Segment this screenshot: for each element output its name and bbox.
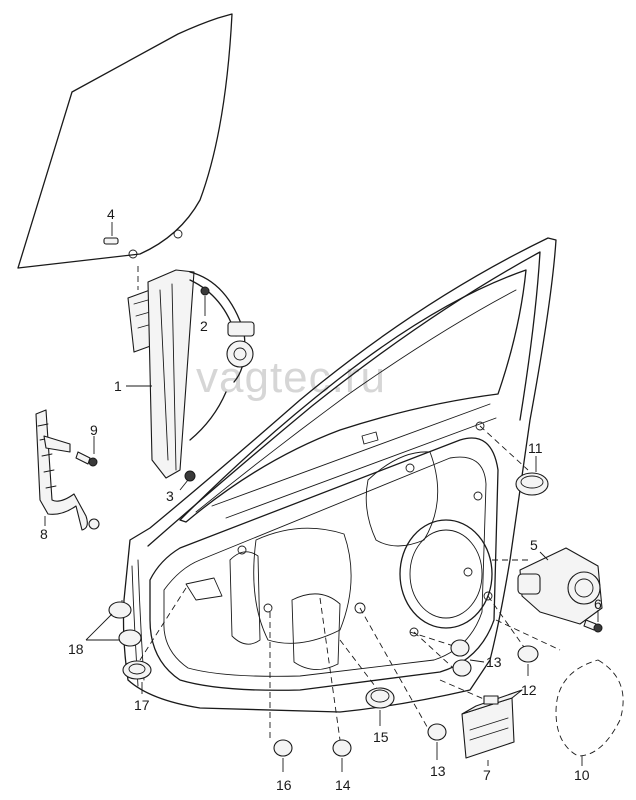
callout-2: 2 (200, 318, 208, 334)
door-control-unit-part-7 (461, 689, 523, 766)
callout-15: 15 (373, 729, 389, 745)
door-inner-panel (122, 237, 557, 713)
bolt-part-4 (103, 222, 119, 245)
window-motor-part-5 (517, 547, 603, 625)
callout-12: 12 (521, 682, 537, 698)
callout-7: 7 (483, 767, 491, 783)
plug-part-18 (85, 601, 142, 647)
plug-part-12 (517, 645, 539, 676)
callout-11: 11 (528, 440, 543, 456)
plug-part-14 (332, 739, 352, 772)
callout-10: 10 (574, 767, 590, 783)
grommet-part-17 (122, 660, 152, 694)
callout-13b: 13 (430, 763, 446, 779)
plug-part-15 (365, 687, 395, 726)
window-regulator-part-1 (126, 266, 255, 479)
plug-part-16 (273, 739, 293, 772)
callout-18: 18 (68, 641, 84, 657)
callout-numbers: 1 2 3 4 5 6 7 8 9 10 11 12 13 13 14 15 1… (40, 206, 602, 793)
callout-14: 14 (335, 777, 351, 793)
callout-3: 3 (166, 488, 174, 504)
callout-17: 17 (134, 697, 150, 713)
assembly-lines (121, 425, 561, 741)
screw-part-6 (583, 610, 603, 633)
callout-5: 5 (530, 537, 538, 553)
water-barrier-part-10 (555, 659, 624, 766)
callout-13a: 13 (486, 654, 502, 670)
callout-16: 16 (276, 777, 292, 793)
bolt-part-3 (179, 470, 196, 491)
screw-part-9 (75, 436, 98, 467)
callout-9: 9 (90, 422, 98, 438)
plug-part-13 (427, 639, 485, 760)
cable-guide-part-8 (35, 409, 100, 531)
callout-8: 8 (40, 526, 48, 542)
plug-part-11 (515, 456, 549, 496)
callout-1: 1 (114, 378, 122, 394)
callout-4: 4 (107, 206, 115, 222)
bolt-part-2 (200, 286, 210, 316)
window-glass (17, 13, 233, 269)
watermark-text: vagtec.ru (196, 353, 386, 402)
callout-6: 6 (594, 596, 602, 612)
